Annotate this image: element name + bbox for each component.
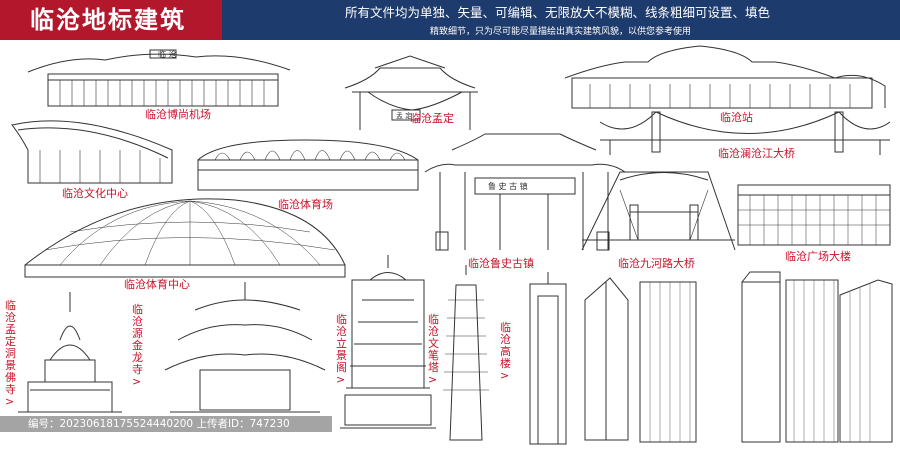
header-note-band bbox=[222, 25, 900, 40]
label-wenbi-pagoda: 临沧文笔塔> bbox=[428, 314, 440, 386]
label-lijing-pavilion: 临沧立景阁> bbox=[336, 314, 348, 386]
label-lijing-pavilion-arrow: > bbox=[336, 373, 346, 386]
label-dongjing-temple-arrow: > bbox=[5, 395, 15, 408]
stadium-drawing bbox=[197, 139, 419, 191]
label-wenbi-pagoda-arrow: > bbox=[428, 373, 438, 386]
lancang-bridge-drawing bbox=[599, 111, 891, 155]
label-jinlong-temple-arrow: > bbox=[132, 375, 142, 388]
footer-bar: 编号：20230618175524440200 上传者ID：747230 bbox=[0, 416, 332, 432]
label-high-rise-text: 临沧高楼 bbox=[500, 321, 511, 370]
sports-center-drawing bbox=[24, 198, 346, 278]
label-mengding: 临沧孟定 bbox=[410, 112, 454, 125]
label-airport: 临沧博尚机场 bbox=[145, 108, 211, 121]
label-jiuhe-bridge: 临沧九河路大桥 bbox=[618, 257, 695, 270]
label-high-rise-arrow: > bbox=[500, 369, 510, 382]
label-dongjing-temple: 临沧孟定洞景佛寺> bbox=[5, 300, 17, 408]
station-drawing bbox=[564, 45, 886, 109]
lushi-sign: 鲁 史 古 镇 bbox=[488, 181, 528, 191]
label-lijing-pavilion-text: 临沧立景阁 bbox=[336, 313, 347, 374]
label-wenbi-pagoda-text: 临沧文笔塔 bbox=[428, 313, 439, 374]
footer-id-text: 编号：20230618175524440200 上传者ID：747230 bbox=[28, 418, 290, 430]
header-note: 精致细节，只为尽可能尽量描绘出真实建筑风貌，以供您参考使用 bbox=[430, 27, 692, 37]
jiuhe-bridge-drawing bbox=[581, 171, 736, 251]
label-jinlong-temple-text: 临沧源金龙寺 bbox=[132, 303, 143, 376]
label-lancang-bridge: 临沧澜沧江大桥 bbox=[718, 147, 795, 160]
label-stadium: 临沧体育场 bbox=[278, 198, 333, 211]
label-jinlong-temple: 临沧源金龙寺> bbox=[132, 304, 144, 388]
label-sports-center: 临沧体育中心 bbox=[124, 278, 190, 291]
label-station: 临沧站 bbox=[720, 111, 753, 124]
airport-sign: 临 沧 bbox=[158, 49, 177, 59]
mengding-gate-drawing bbox=[344, 55, 478, 130]
label-plaza-building: 临沧广场大楼 bbox=[785, 250, 851, 263]
label-lushi-town: 临沧鲁史古镇 bbox=[468, 257, 534, 270]
label-high-rise: 临沧高楼> bbox=[500, 322, 512, 382]
header-title-band bbox=[0, 0, 222, 40]
header-info-band bbox=[222, 0, 900, 25]
label-culture-center: 临沧文化中心 bbox=[62, 187, 128, 200]
lushi-gate-drawing bbox=[424, 133, 626, 251]
dongjing-temple-drawing bbox=[18, 292, 122, 413]
page-title: 临沧地标建筑 bbox=[30, 6, 186, 34]
lijing-pavilion-drawing bbox=[340, 255, 436, 429]
airport-drawing bbox=[27, 49, 291, 107]
plaza-building-drawing bbox=[737, 184, 891, 246]
label-dongjing-temple-text: 临沧孟定洞景佛寺 bbox=[5, 299, 16, 396]
culture-center-drawing bbox=[11, 120, 173, 184]
jinlong-temple-drawing bbox=[164, 282, 326, 413]
wenbi-pagoda-drawing bbox=[443, 265, 489, 441]
header-subtitle: 所有文件均为单独、矢量、可编辑、无限放大不模糊、线条粗细可设置、填色 bbox=[345, 5, 771, 20]
high-rise-drawing bbox=[529, 271, 893, 445]
mengding-sign: 孟 定 bbox=[396, 111, 412, 120]
